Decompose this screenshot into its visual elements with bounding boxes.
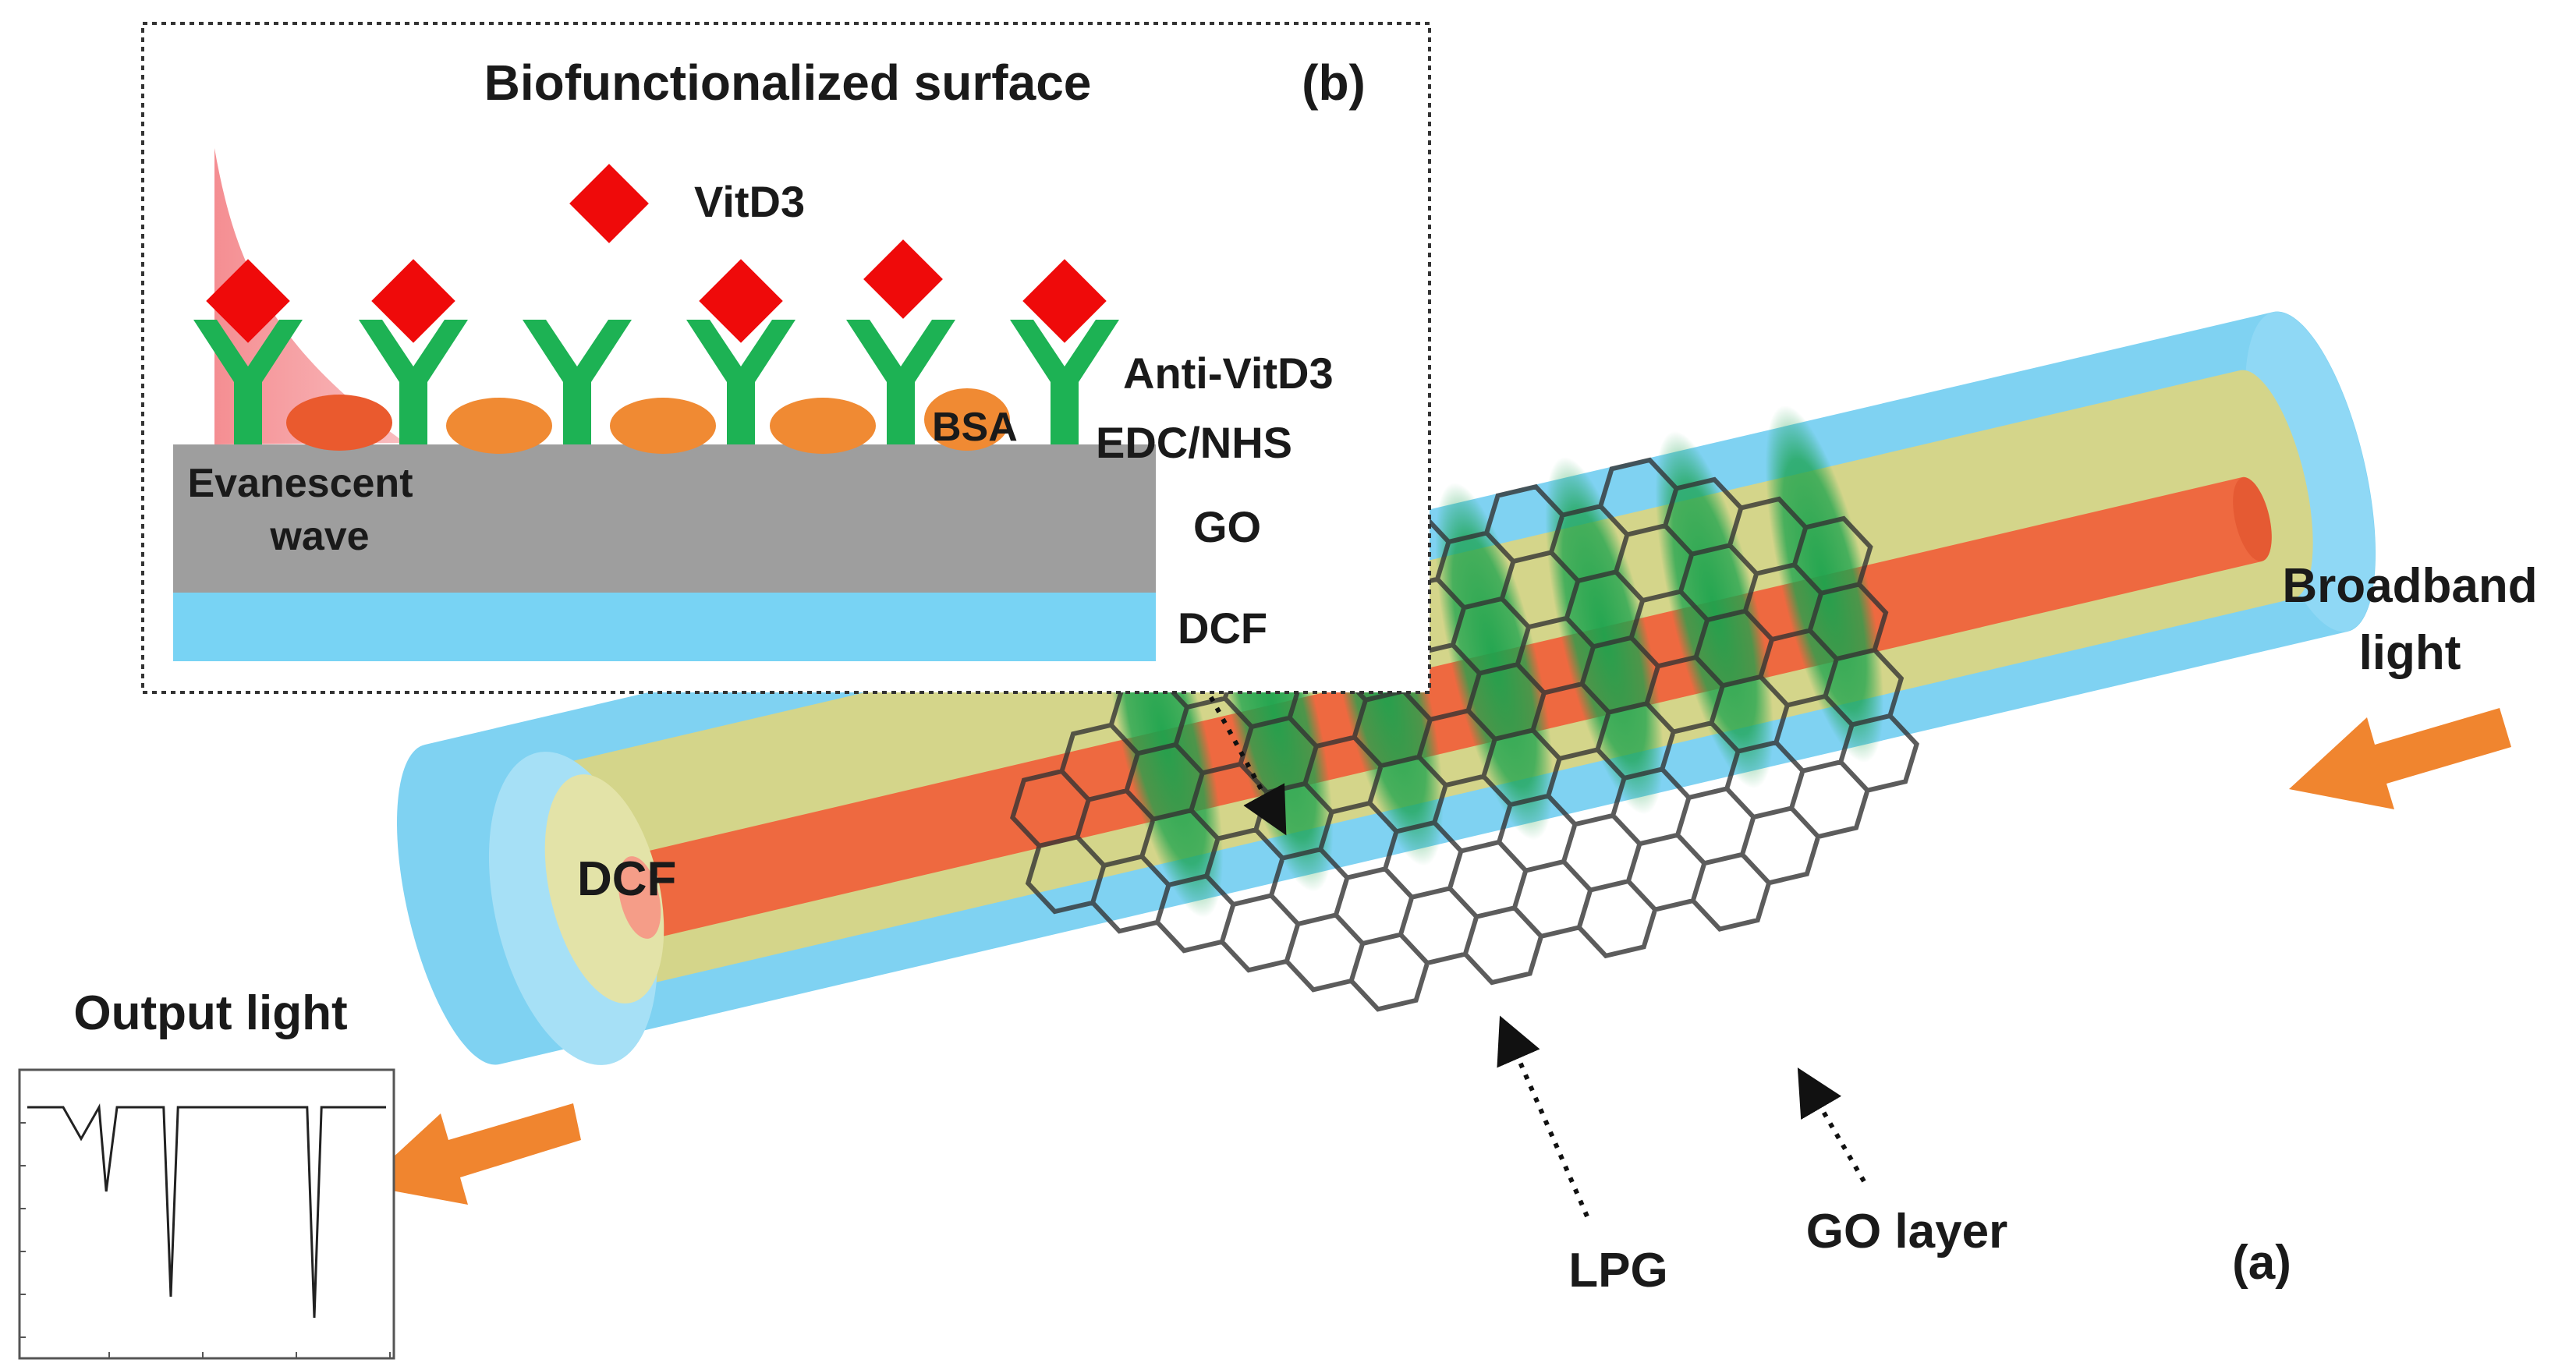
anti-vitd3-label: Anti-VitD3 xyxy=(1123,349,1334,398)
vitd3-bound-diamond xyxy=(206,259,290,343)
bsa-molecule xyxy=(446,398,552,454)
antibody-shape xyxy=(193,320,303,444)
grating-band xyxy=(1765,405,1884,763)
antibody-shape xyxy=(1010,320,1119,444)
antibody-shape xyxy=(359,320,468,444)
fiber-core-end xyxy=(2233,477,2272,561)
fiber-dcf-label: DCF xyxy=(577,852,676,906)
biofunctionalized-inset: Biofunctionalized surface (b) VitD3 Anti… xyxy=(141,22,1431,694)
go-label: GO xyxy=(1193,502,1261,551)
panel-b-label: (b) xyxy=(1302,55,1366,111)
vitd3-label: VitD3 xyxy=(694,177,805,226)
antibody-shape xyxy=(686,320,795,444)
grating-band xyxy=(1655,430,1774,789)
antibody xyxy=(523,320,632,444)
antibody xyxy=(686,320,795,444)
dcf-layer xyxy=(173,593,1156,661)
bsa-molecule xyxy=(770,398,876,454)
bsa-molecule xyxy=(286,395,392,451)
antibody xyxy=(193,320,303,444)
go-layer xyxy=(173,444,1156,593)
output-light-label: Output light xyxy=(73,986,347,1040)
bsa-molecule xyxy=(610,398,716,454)
spectrum-ticks xyxy=(19,1122,391,1358)
vitd3-bound-diamond xyxy=(699,259,783,343)
antibody xyxy=(1010,320,1119,444)
broadband-light-label-line2: light xyxy=(2359,626,2461,680)
bsa-label: BSA xyxy=(932,405,1018,450)
grating-band xyxy=(1545,457,1664,815)
fiber-end-cladding xyxy=(2245,311,2376,632)
output-spectrum xyxy=(18,1068,395,1360)
antibody xyxy=(846,320,955,444)
vitd3-floating-diamond xyxy=(863,239,943,319)
evanescent-label-line2: wave xyxy=(269,514,369,559)
grating-band xyxy=(1435,483,1554,841)
broadband-input-arrow xyxy=(2289,708,2511,809)
output-arrow xyxy=(363,1103,581,1205)
go-layer-label: GO layer xyxy=(1806,1205,2007,1258)
spectrum-frame xyxy=(18,1068,395,1360)
antibody-row xyxy=(193,259,1119,444)
dcf-label: DCF xyxy=(1178,604,1267,653)
fiber-front-face-core xyxy=(618,856,661,939)
fiber-front-face-inner xyxy=(544,774,664,1004)
spectrum-curve xyxy=(27,1103,386,1319)
inset-title: Biofunctionalized surface xyxy=(484,55,1092,111)
bsa-molecule xyxy=(924,388,1010,451)
go-layer-pointer xyxy=(1797,1067,1866,1183)
antibody-shape xyxy=(846,320,955,444)
vitd3-bound-diamond xyxy=(371,259,455,343)
broadband-light-label-line1: Broadband xyxy=(2282,559,2537,613)
antibody xyxy=(359,320,468,444)
evanescent-label-line1: Evanescent xyxy=(187,461,413,506)
panel-a-label: (a) xyxy=(2232,1236,2291,1290)
antibody-shape xyxy=(523,320,632,444)
lpg-label: LPG xyxy=(1568,1244,1667,1297)
edc-nhs-label: EDC/NHS xyxy=(1096,418,1292,467)
lpg-pointer xyxy=(1497,1015,1589,1218)
